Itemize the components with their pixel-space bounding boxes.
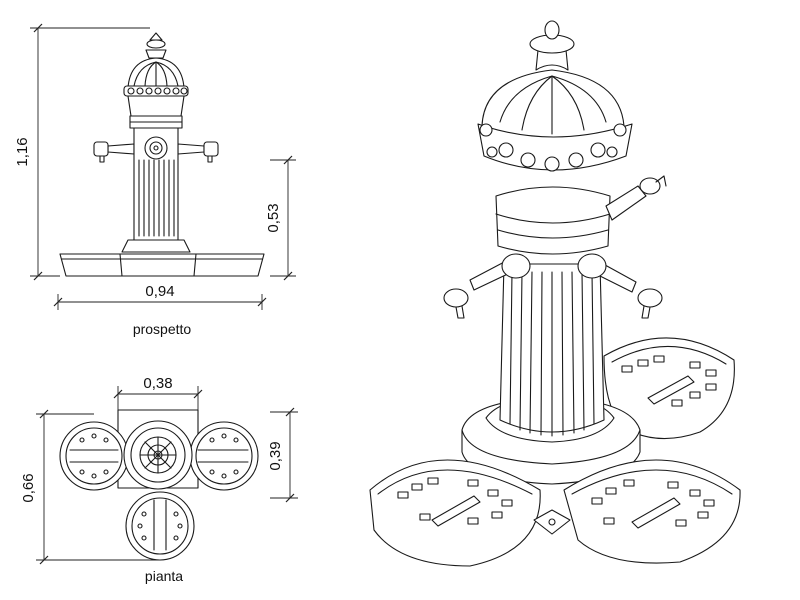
axon-bead-ring — [479, 123, 627, 172]
basin-front-right — [563, 459, 741, 564]
dim-label-tap-height: 0,53 — [265, 203, 282, 232]
caption-elevation: prospetto — [133, 321, 192, 337]
dim-plan-depth: 0,66 — [20, 409, 160, 565]
basin-front-left — [369, 459, 541, 567]
dim-total-width: 0,94 — [53, 283, 267, 310]
dim-label-plan-side: 0,39 — [267, 441, 284, 470]
column-flutes — [138, 159, 175, 237]
dome-bead-row — [127, 87, 188, 95]
axon-column-flutes — [509, 271, 595, 437]
dim-label-total-width: 0,94 — [145, 283, 174, 300]
dim-plan-side: 0,39 — [267, 407, 298, 503]
caption-plan: pianta — [145, 568, 183, 584]
basin-back-right — [603, 337, 735, 440]
dim-tap-height: 0,53 — [265, 155, 296, 281]
plan-grate-pattern — [79, 433, 239, 541]
plan-view — [59, 409, 259, 561]
dim-label-plan-depth: 0,66 — [20, 473, 37, 502]
dim-label-square-width: 0,38 — [143, 375, 172, 392]
dim-total-height: 1,16 — [14, 23, 150, 281]
dim-label-total-height: 1,16 — [14, 137, 31, 166]
axonometric-view — [369, 20, 741, 567]
elevation-view — [59, 32, 265, 277]
dim-square-width: 0,38 — [113, 375, 203, 410]
